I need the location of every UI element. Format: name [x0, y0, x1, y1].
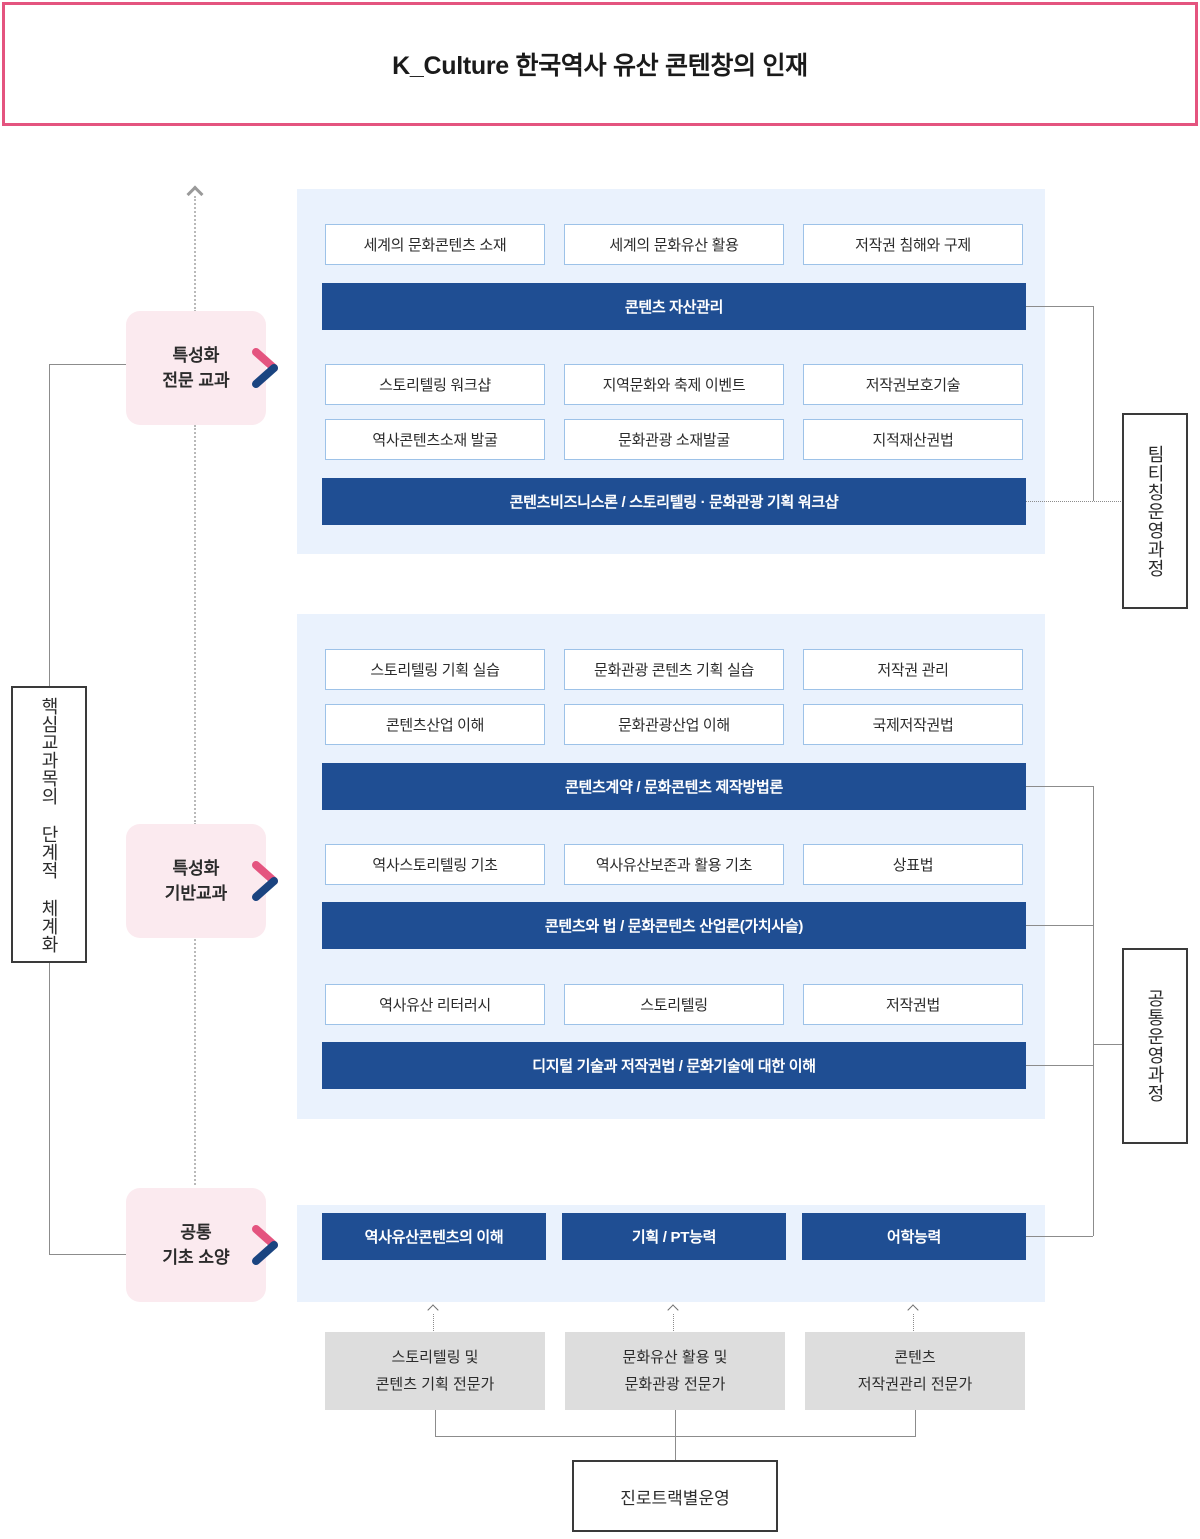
- core-course-bar[interactable]: 디지털 기술과 저작권법 / 문화기술에 대한 이해: [322, 1042, 1026, 1089]
- connector-trunk-team-teaching: [1093, 306, 1094, 501]
- left-axis-box: 핵심교과목의 단계적 체계화: [11, 686, 87, 963]
- course-cell[interactable]: 문화관광 소재발굴: [564, 419, 784, 460]
- core-course-bar[interactable]: 콘텐츠계약 / 문화콘텐츠 제작방법론: [322, 763, 1026, 810]
- connector-trunk-common-operation: [1093, 786, 1094, 1236]
- course-cell[interactable]: 지적재산권법: [803, 419, 1023, 460]
- track-dotted-line-3: [913, 1314, 914, 1331]
- core-course-bar[interactable]: 콘텐츠와 법 / 문화콘텐츠 산업론(가치사슬): [322, 902, 1026, 949]
- career-track-line1: 문화유산 활용 및: [622, 1349, 728, 1366]
- track-merge-stem-1: [435, 1410, 436, 1436]
- track-dotted-line-1: [433, 1314, 434, 1331]
- left-bracket-bottom: [49, 1254, 139, 1255]
- stage-label-line2: 기초 소양: [162, 1248, 230, 1267]
- track-arrow-icon-1: [428, 1303, 439, 1314]
- track-merge-drop: [675, 1436, 676, 1460]
- track-merge-stem-3: [915, 1410, 916, 1436]
- track-dotted-line-2: [673, 1314, 674, 1331]
- connector-to-common-operation: [1093, 1044, 1123, 1045]
- course-cell[interactable]: 스토리텔링: [564, 984, 784, 1025]
- left-bracket-stem-upper: [49, 364, 50, 686]
- course-cell[interactable]: 문화관광 콘텐츠 기획 실습: [564, 649, 784, 690]
- left-bracket-stem-lower: [49, 962, 50, 1254]
- career-track-line1: 스토리텔링 및: [391, 1349, 479, 1366]
- stage-label-line1: 공통: [180, 1222, 212, 1242]
- progression-dotted-line-bottom: [194, 930, 196, 1185]
- stage-label-common-basic[interactable]: 공통 기초 소양: [126, 1188, 266, 1302]
- course-cell[interactable]: 국제저작권법: [803, 704, 1023, 745]
- career-track-line2: 저작권관리 전문가: [857, 1376, 973, 1393]
- right-axis-label-common-operation: 공통운영과정: [1145, 989, 1165, 1103]
- common-skill-bar[interactable]: 기획 / PT능력: [562, 1213, 786, 1260]
- stage-label-line1: 특성화: [172, 858, 220, 878]
- stage-chevron-icon-1: [252, 348, 286, 388]
- course-cell[interactable]: 저작권보호기술: [803, 364, 1023, 405]
- progression-dotted-line-top: [194, 196, 196, 312]
- career-track-line1: 콘텐츠: [894, 1349, 936, 1366]
- course-cell[interactable]: 스토리텔링 워크샵: [325, 364, 545, 405]
- course-cell[interactable]: 지역문화와 축제 이벤트: [564, 364, 784, 405]
- page-title: K_Culture 한국역사 유산 콘텐창의 인재: [392, 52, 808, 80]
- connector-law-bar: [1026, 925, 1093, 926]
- left-axis-label: 핵심교과목의 단계적 체계화: [39, 696, 59, 953]
- connector-asset-mgmt: [1026, 306, 1093, 307]
- left-bracket-top: [49, 364, 139, 365]
- course-cell[interactable]: 저작권 관리: [803, 649, 1023, 690]
- common-skill-bar[interactable]: 어학능력: [802, 1213, 1026, 1260]
- connector-digital-bar: [1026, 1065, 1093, 1066]
- right-axis-box-team-teaching: 팀티칭운영과정: [1122, 413, 1188, 609]
- stage-label-line2: 기반교과: [164, 884, 228, 903]
- career-track-line2: 문화관광 전문가: [624, 1376, 726, 1393]
- career-track-box[interactable]: 문화유산 활용 및 문화관광 전문가: [565, 1332, 785, 1410]
- track-arrow-icon-2: [668, 1303, 679, 1314]
- page-header: K_Culture 한국역사 유산 콘텐창의 인재: [2, 2, 1198, 126]
- final-outcome-label: 진로트랙별운영: [620, 1488, 730, 1508]
- final-outcome-box[interactable]: 진로트랙별운영: [572, 1460, 778, 1532]
- course-cell[interactable]: 저작권법: [803, 984, 1023, 1025]
- course-cell[interactable]: 세계의 문화콘텐츠 소재: [325, 224, 545, 265]
- connector-language-bar: [1026, 1236, 1093, 1237]
- course-cell[interactable]: 상표법: [803, 844, 1023, 885]
- stage-label-specialized-base[interactable]: 특성화 기반교과: [126, 824, 266, 938]
- connector-dotted-team-teaching: [1026, 501, 1123, 502]
- stage-chevron-icon-3: [252, 1225, 286, 1265]
- course-cell[interactable]: 콘텐츠산업 이해: [325, 704, 545, 745]
- course-cell[interactable]: 문화관광산업 이해: [564, 704, 784, 745]
- career-track-box[interactable]: 스토리텔링 및 콘텐츠 기획 전문가: [325, 1332, 545, 1410]
- common-skill-bar[interactable]: 역사유산콘텐츠의 이해: [322, 1213, 546, 1260]
- track-merge-stem-2: [675, 1410, 676, 1436]
- course-cell[interactable]: 역사콘텐츠소재 발굴: [325, 419, 545, 460]
- career-track-box[interactable]: 콘텐츠 저작권관리 전문가: [805, 1332, 1025, 1410]
- right-axis-label-team-teaching: 팀티칭운영과정: [1145, 444, 1165, 578]
- track-arrow-icon-3: [908, 1303, 919, 1314]
- course-cell[interactable]: 역사유산 리터러시: [325, 984, 545, 1025]
- course-cell[interactable]: 저작권 침해와 구제: [803, 224, 1023, 265]
- core-course-bar[interactable]: 콘텐츠 자산관리: [322, 283, 1026, 330]
- career-track-line2: 콘텐츠 기획 전문가: [375, 1376, 495, 1393]
- stage-label-line2: 전문 교과: [162, 371, 230, 390]
- right-axis-box-common-operation: 공통운영과정: [1122, 948, 1188, 1144]
- course-cell[interactable]: 역사스토리텔링 기초: [325, 844, 545, 885]
- core-course-bar[interactable]: 콘텐츠비즈니스론 / 스토리텔링 · 문화관광 기획 워크샵: [322, 478, 1026, 525]
- stage-chevron-icon-2: [252, 861, 286, 901]
- stage-label-specialized-major[interactable]: 특성화 전문 교과: [126, 311, 266, 425]
- course-cell[interactable]: 스토리텔링 기획 실습: [325, 649, 545, 690]
- connector-contract-bar: [1026, 786, 1093, 787]
- stage-label-line1: 특성화: [172, 345, 220, 365]
- course-cell[interactable]: 역사유산보존과 활용 기초: [564, 844, 784, 885]
- course-cell[interactable]: 세계의 문화유산 활용: [564, 224, 784, 265]
- progression-dotted-line-mid: [194, 425, 196, 825]
